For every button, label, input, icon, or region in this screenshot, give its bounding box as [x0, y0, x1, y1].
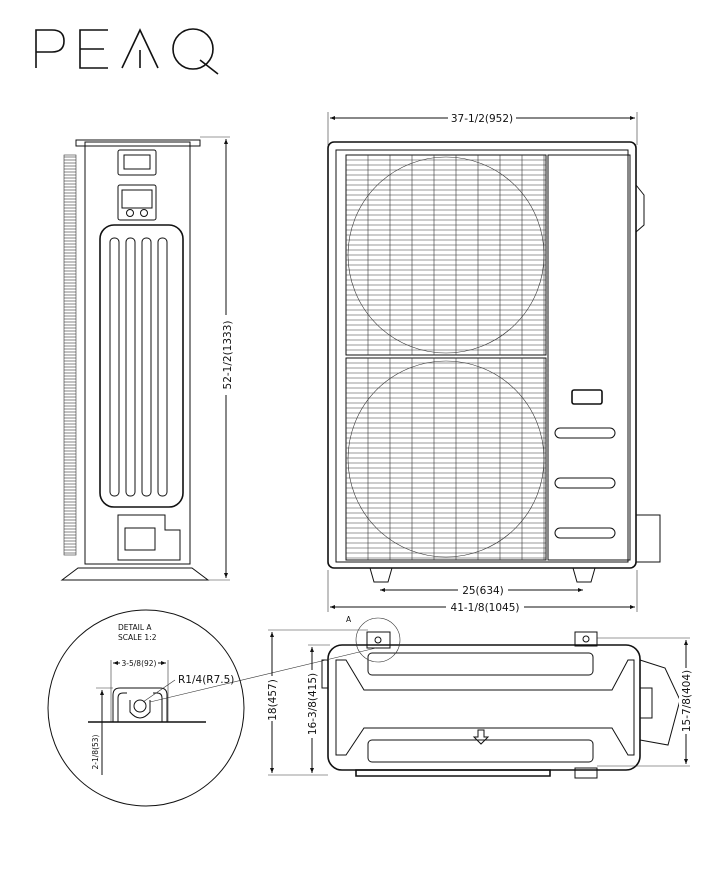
- side-view: 52-1/2(1333): [60, 136, 234, 581]
- detail-title: DETAIL A: [118, 623, 152, 632]
- detail-height-dim: 2-1/8(53): [91, 734, 100, 769]
- front-view: 37-1/2(952) 25(634) 41-1/8(1045): [327, 111, 661, 614]
- top-view: A 18(457) 16-3/8(415) 15-7/8(404): [149, 615, 693, 779]
- detail-width-dim: 3-5/8(92): [122, 659, 157, 668]
- feet-spacing-dim: 25(634): [462, 585, 504, 597]
- detail-radius-dim: R1/4(R7.5): [178, 674, 234, 686]
- peaq-logo: [35, 28, 219, 75]
- right-depth-dim: 15-7/8(404): [681, 670, 693, 732]
- side-height-dim: 52-1/2(1333): [222, 321, 234, 390]
- body-depth-dim: 16-3/8(415): [307, 673, 319, 735]
- detail-a-marker: A: [346, 615, 352, 624]
- detail-a: DETAIL A SCALE 1:2 3-5/8(92) R1/4(R7.5) …: [47, 609, 245, 807]
- depth-dim: 18(457): [267, 679, 279, 721]
- front-width-dim: 37-1/2(952): [451, 113, 513, 125]
- overall-width-dim: 41-1/8(1045): [451, 602, 520, 614]
- detail-scale: SCALE 1:2: [118, 633, 157, 642]
